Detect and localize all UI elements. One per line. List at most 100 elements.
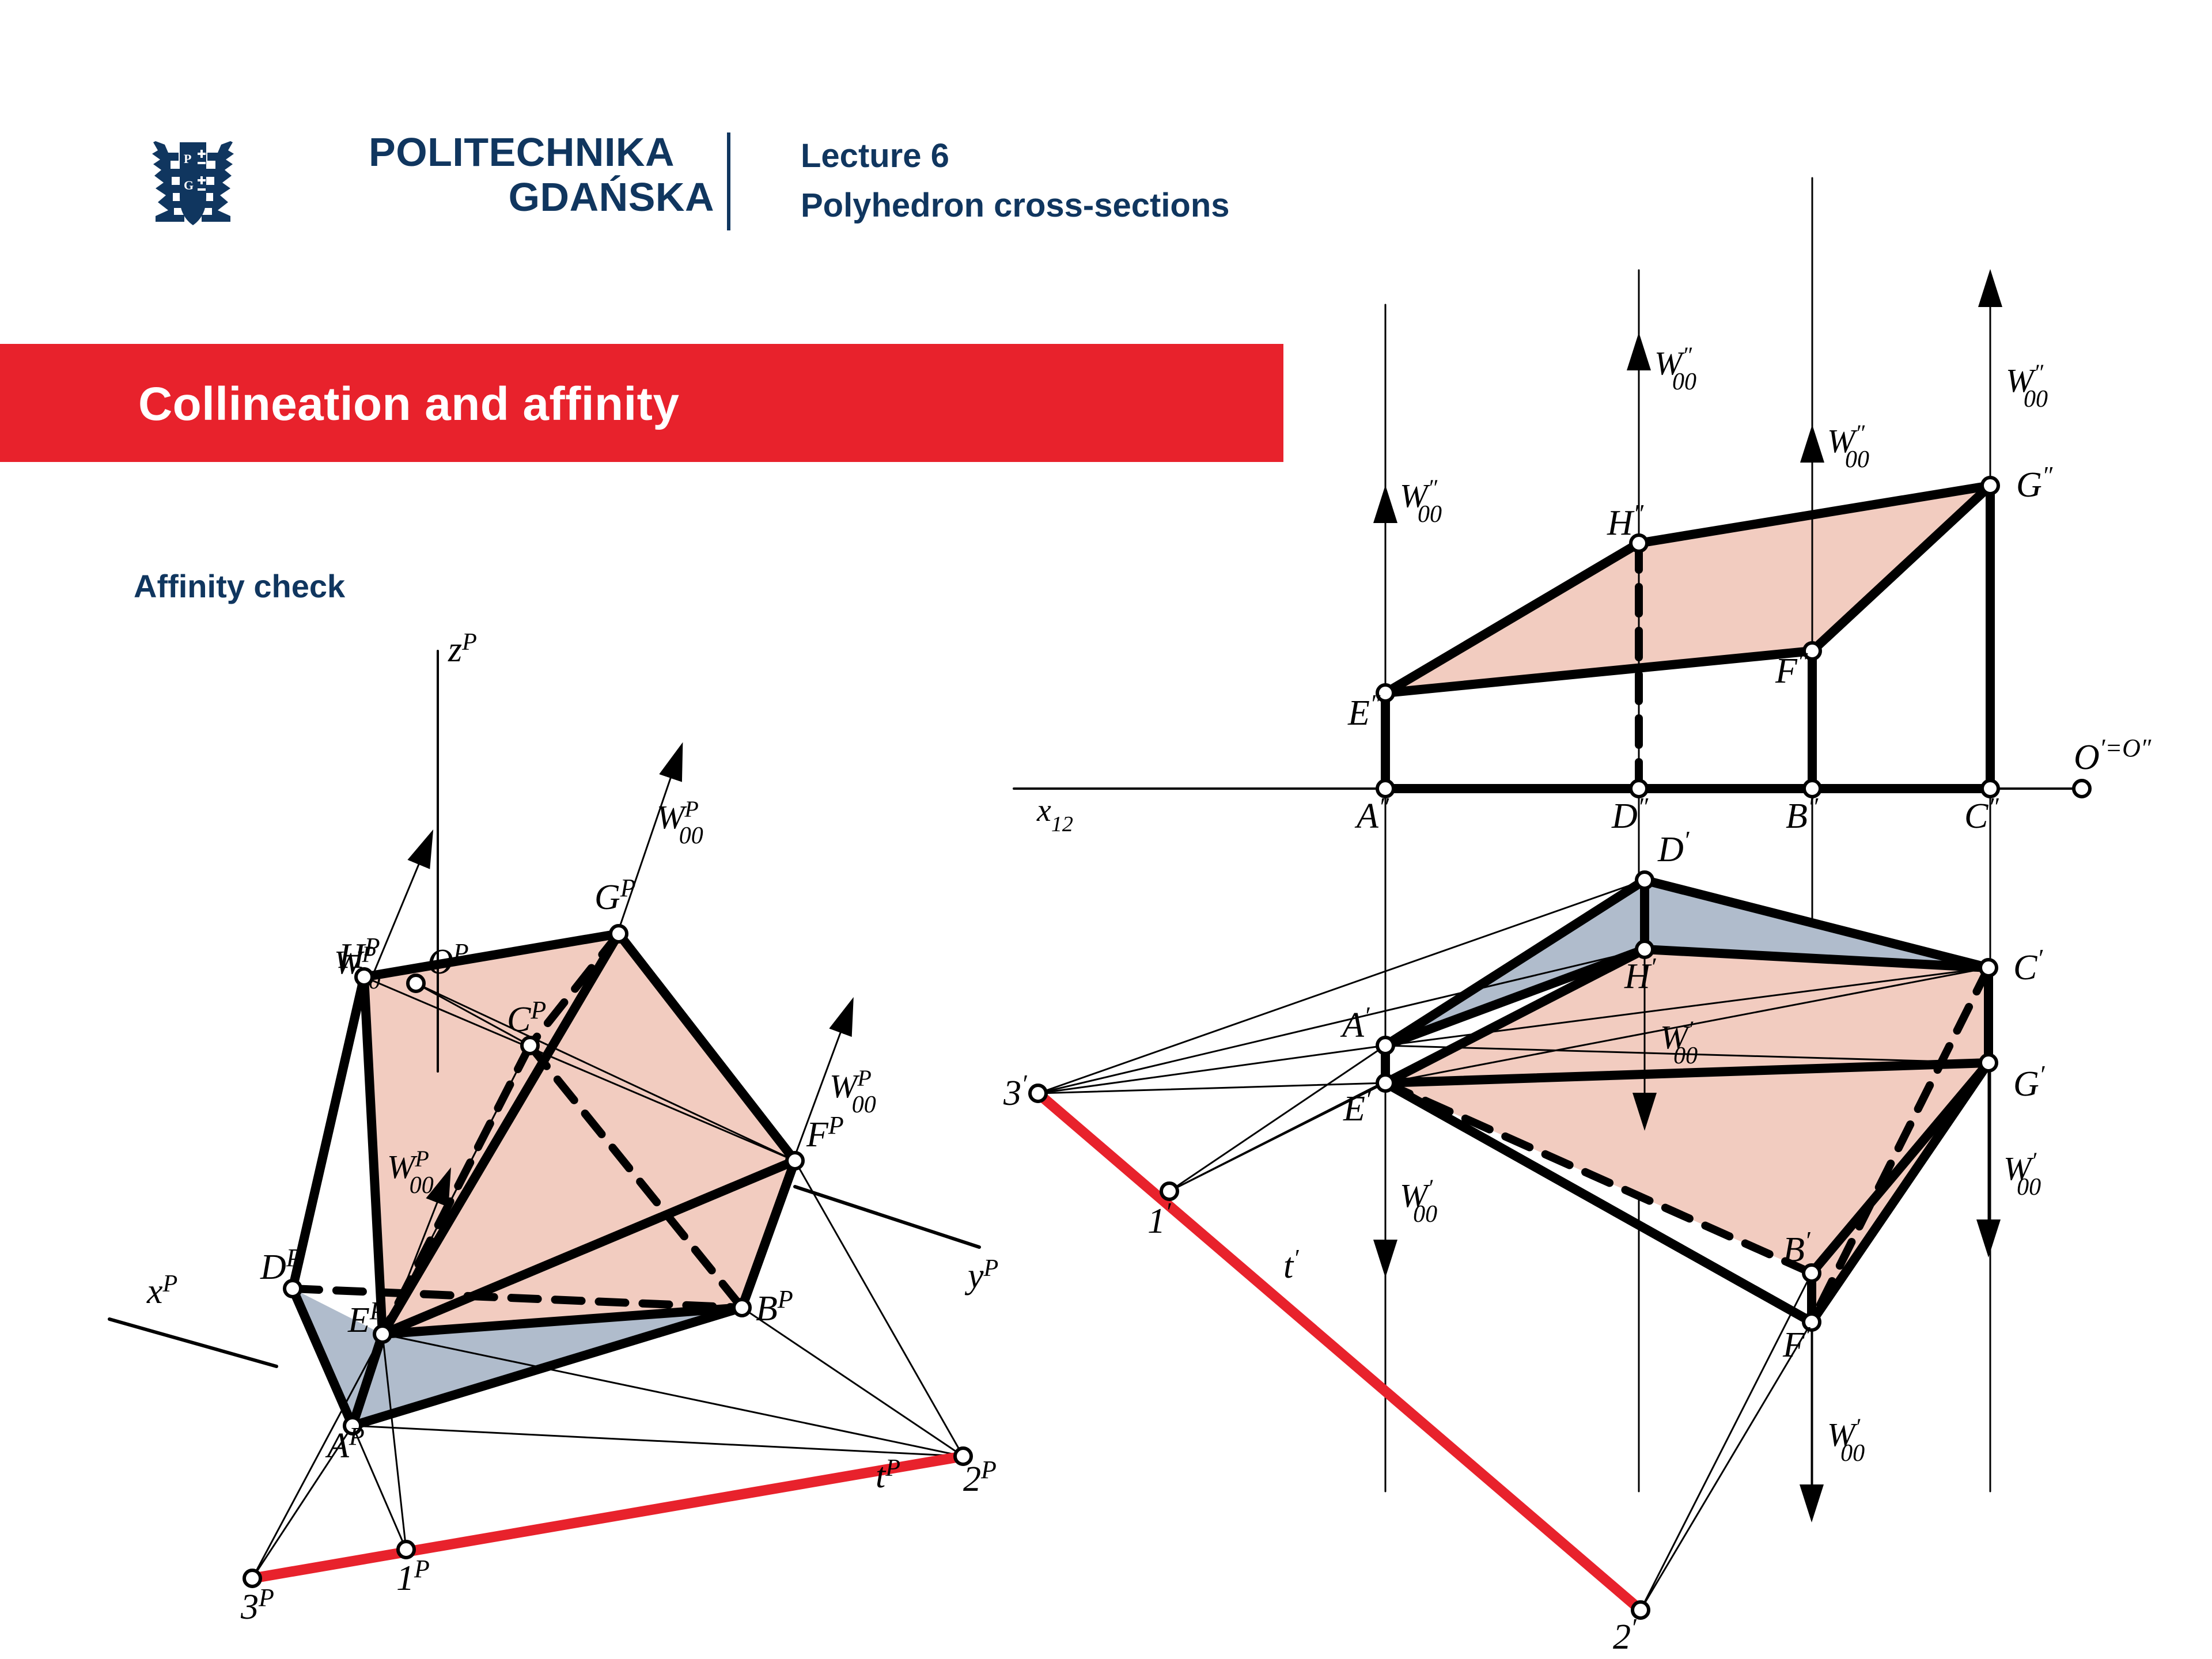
vertex-AP: AP	[325, 1416, 365, 1465]
vertex-DP: DP	[260, 1244, 302, 1298]
vertex-label-sup: ″	[1378, 793, 1389, 821]
arrow-label-W00: W″00	[1827, 420, 1869, 473]
arrow-label-sup: ″	[2033, 359, 2044, 385]
edge-horizontal-AH	[1381, 945, 1649, 1050]
vertex-label-sup: P	[349, 1422, 365, 1450]
vertex-B″: B″	[1786, 779, 1822, 836]
vertex-label-G: G′	[2013, 1060, 2046, 1104]
arrow-label-W00: W′00	[1400, 1175, 1437, 1228]
edge-EH	[359, 972, 387, 1339]
vertex-label-sup: P	[453, 938, 469, 967]
vertex-label-H: H″	[1607, 499, 1644, 543]
arrow-label-W00: W′00	[2003, 1147, 2041, 1200]
arrow-label-sub: 00	[1845, 446, 1869, 473]
vertex-label-1: 1P	[396, 1555, 430, 1598]
vertex-label-2: 2′	[1613, 1613, 1637, 1657]
axis-label-x: xP	[146, 1270, 177, 1311]
arrow-label-sup: P	[414, 1146, 429, 1172]
vertex-marker	[1635, 870, 1654, 890]
arrow-label-sub: 00	[410, 1172, 434, 1199]
vertex-marker	[373, 1324, 392, 1344]
vertex-D′: D′	[1635, 826, 1690, 890]
vertex-label-B: BP	[756, 1285, 793, 1328]
vertex-marker	[1802, 779, 1822, 798]
vertex-label-G: G″	[2016, 461, 2053, 505]
vertex-marker	[1160, 1181, 1179, 1201]
edge-AE	[348, 1330, 387, 1430]
construction-ray-HF	[363, 976, 796, 1162]
vertex-marker	[354, 967, 374, 987]
vertex-marker	[396, 1540, 416, 1559]
vertex-marker	[1980, 779, 2000, 798]
vertex-marker	[953, 1446, 973, 1466]
vertex-label-sup: P	[980, 1456, 997, 1484]
vertex-label-sup: P	[414, 1555, 430, 1583]
projection-direction-arrow: W′00	[1800, 1325, 1865, 1522]
arrow-label-sup: ″	[1855, 420, 1865, 446]
vertex-1′: 1′	[1147, 1181, 1179, 1241]
vertex-label-sup: ″	[2042, 461, 2053, 490]
edge-horizontal-EF	[1381, 1078, 1816, 1327]
edge-HD	[288, 972, 369, 1293]
horizontal-projection-view: t′W′00W′00W′00W′00D′H′A′E′C′G′B′F′1′2′3′	[1003, 826, 2046, 1657]
vertex-label-3: 3P	[240, 1584, 274, 1627]
vertex-label-sup: ′	[1650, 953, 1657, 981]
logo-letter-g: G	[184, 178, 194, 192]
vertex-FP: FP	[785, 1111, 844, 1171]
edge-GE	[378, 929, 623, 1339]
trace-line-label-t-horizontal: t′	[1283, 1245, 1299, 1286]
vertex-marker	[1629, 779, 1649, 798]
axonometric-view: zPxPyPtPWP00WP00WP00WP00GPHPOPCPFPDPBPEP…	[108, 628, 998, 1627]
arrow-label-sub: 00	[2024, 386, 2048, 412]
vertex-label-C: C″	[1964, 793, 1999, 836]
vertex-marker	[520, 1036, 540, 1055]
vertex-marker	[785, 1151, 805, 1171]
arrow-label-sub: 00	[1413, 1201, 1437, 1228]
arrow-shaft	[384, 1167, 451, 1337]
edge-frontal-HG	[1634, 481, 1995, 548]
vertex-marker	[1979, 958, 1998, 978]
university-name-line1: POLITECHNIKA	[369, 130, 675, 175]
construction-ray-A2	[351, 1425, 964, 1457]
arrow-label-sub: 00	[679, 823, 703, 849]
hidden-edge-DB	[289, 1285, 746, 1312]
pink-cut-face-horizontal	[1385, 949, 1988, 1322]
arrow-label-sup: ′	[1688, 1016, 1694, 1042]
vertex-label-F: F″	[1775, 647, 1808, 691]
edge-BA	[348, 1303, 747, 1430]
vertex-label-sup: P	[286, 1244, 302, 1272]
vertex-O″: O′=O″	[2072, 734, 2152, 798]
arrow-label-W00: W″00	[1400, 475, 1442, 528]
construction-ray-F2	[794, 1160, 964, 1457]
construction-ray-h-3D	[1037, 879, 1646, 1094]
vertex-marker	[283, 1279, 302, 1298]
vertex-label-O: O′=O″	[2074, 734, 2152, 777]
edge-horizontal-EG	[1381, 1058, 1993, 1088]
vertex-EP: EP	[347, 1297, 392, 1344]
vertex-label-sup: P	[364, 933, 380, 961]
trace-line-t-axonometric	[247, 1451, 968, 1584]
vertex-label-E: E′	[1343, 1085, 1372, 1128]
ground-line-label-x12: x12	[1036, 793, 1073, 836]
arrow-label-sup: ″	[1682, 342, 1692, 368]
vertex-label-sup: P	[258, 1584, 274, 1612]
logo-crosses	[198, 150, 206, 191]
vertex-label-sup: ″	[1638, 793, 1649, 821]
construction-ray-h-2F	[1639, 1321, 1813, 1611]
vertex-marker	[609, 924, 628, 944]
edge-horizontal-AD	[1381, 876, 1649, 1050]
projection-direction-arrow: W′00	[1976, 1066, 2041, 1257]
vertex-label-sup: ′	[2037, 944, 2043, 972]
construction-ray-h-3H	[1037, 948, 1646, 1094]
projection-direction-arrow: W″00	[1373, 475, 1442, 691]
vertex-label-D: D″	[1611, 793, 1649, 836]
vertex-label-F: F′	[1782, 1321, 1811, 1365]
vertex-GP: GP	[594, 874, 636, 944]
edge-HG	[359, 929, 623, 982]
header-divider	[727, 132, 730, 230]
vertex-label-F: FP	[806, 1111, 844, 1154]
vertex-label-sup: ′=O″	[2100, 734, 2152, 762]
lecture-info: Lecture 6 Polyhedron cross-sections	[801, 131, 1230, 230]
